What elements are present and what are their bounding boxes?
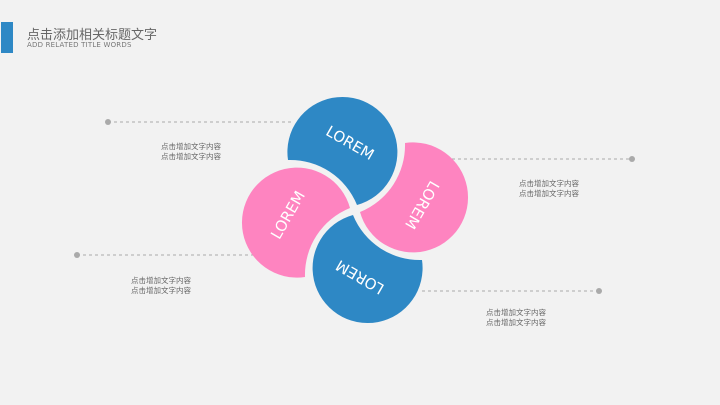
connector-dot-4: [596, 288, 602, 294]
note-top-left: 点击增加文字内容 点击增加文字内容: [131, 142, 251, 162]
note-top-right: 点击增加文字内容 点击增加文字内容: [489, 179, 609, 199]
petal-left: LOREM: [242, 167, 350, 278]
note-line: 点击增加文字内容: [486, 318, 546, 327]
petal-right: LOREM: [360, 142, 468, 253]
note-line: 点击增加文字内容: [519, 179, 579, 188]
note-bottom-left: 点击增加文字内容 点击增加文字内容: [101, 276, 221, 296]
connector-dot-2: [629, 156, 635, 162]
note-line: 点击增加文字内容: [519, 189, 579, 198]
connector-dot-1: [105, 119, 111, 125]
note-line: 点击增加文字内容: [131, 286, 191, 295]
note-line: 点击增加文字内容: [161, 152, 221, 161]
title-accent-bar: [1, 22, 13, 53]
page-subtitle: ADD RELATED TITLE WORDS: [27, 41, 132, 49]
note-line: 点击增加文字内容: [486, 308, 546, 317]
petal-bottom: LOREM: [312, 215, 423, 324]
petal-shape: [287, 96, 398, 205]
petal-top: LOREM: [287, 96, 398, 205]
note-bottom-right: 点击增加文字内容 点击增加文字内容: [456, 308, 576, 328]
note-line: 点击增加文字内容: [161, 142, 221, 151]
petal-shape: [312, 215, 423, 324]
petal-shape: [360, 142, 468, 253]
note-line: 点击增加文字内容: [131, 276, 191, 285]
connector-dot-3: [74, 252, 80, 258]
petal-shape: [242, 167, 350, 278]
page-title: 点击添加相关标题文字: [27, 28, 158, 43]
